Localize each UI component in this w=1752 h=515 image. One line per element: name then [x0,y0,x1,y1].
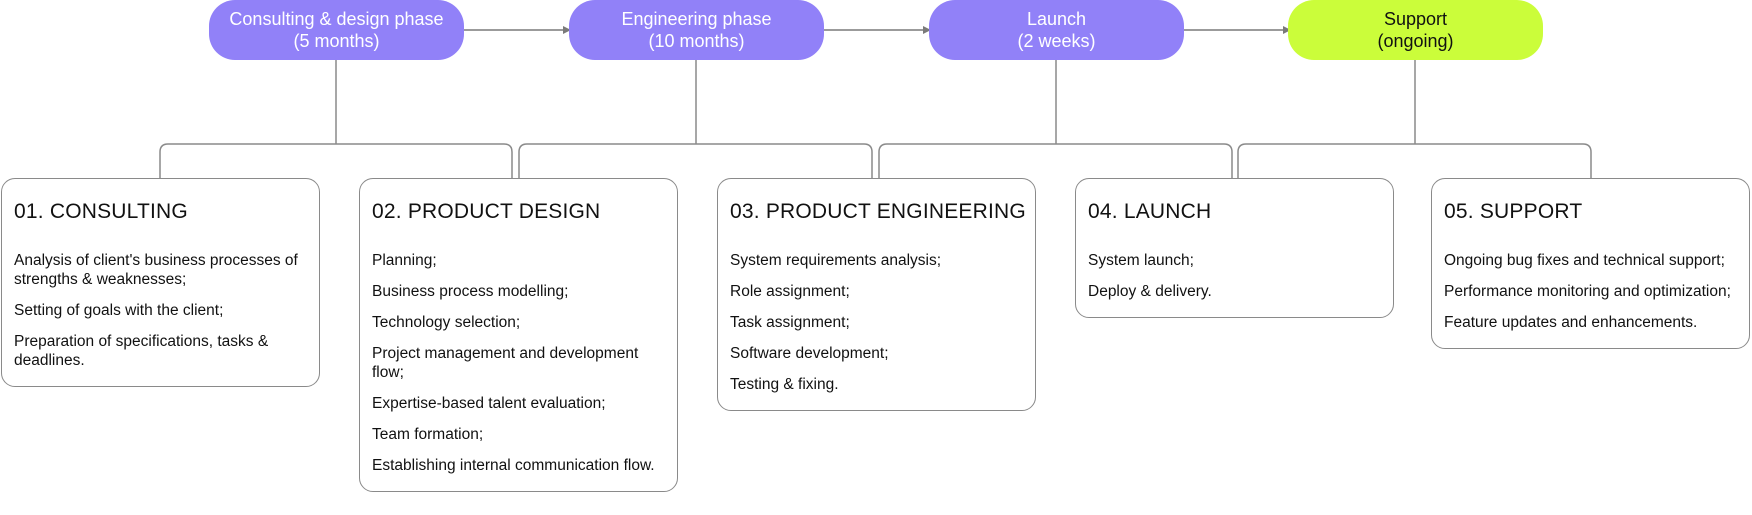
stage-task-item: Team formation; [372,426,484,443]
phase-launch: Launch (2 weeks) [929,0,1184,60]
stage-task-item: Setting of goals with the client; [14,302,224,319]
stage-task-item: Ongoing bug fixes and technical support; [1444,252,1725,269]
stage-task-item: Role assignment; [730,283,850,300]
stage-card-support: 05. SUPPORT Ongoing bug fixes and techni… [1431,178,1750,349]
stage-task-item: Expertise-based talent evaluation; [372,395,606,412]
stage-task-item: Preparation of specifications, tasks & d… [14,333,269,369]
stage-task-item: Analysis of client's business processes … [14,252,298,288]
stage-task-list: System launch; Deploy & delivery. [1088,251,1381,301]
stage-card-product-engineering: 03. PRODUCT ENGINEERING System requireme… [717,178,1036,411]
bracket-phase-4 [1237,60,1592,178]
stage-title: 01. CONSULTING [14,200,188,223]
stage-task-item: Task assignment; [730,314,850,331]
stage-task-list: Ongoing bug fixes and technical support;… [1444,251,1737,332]
stage-title: 04. LAUNCH [1088,200,1212,223]
phase-engineering: Engineering phase (10 months) [569,0,824,60]
phase-name: Engineering phase [621,9,772,29]
stage-task-list: Analysis of client's business processes … [14,251,307,370]
stage-title: 03. PRODUCT ENGINEERING [730,200,1026,223]
stage-task-item: Testing & fixing. [730,376,839,393]
stage-task-item: Planning; [372,252,437,269]
stage-task-list: System requirements analysis; Role assig… [730,251,1023,394]
phase-consulting-design: Consulting & design phase (5 months) [209,0,464,60]
phase-name: Support [1383,9,1448,29]
stage-card-product-design: 02. PRODUCT DESIGN Planning; Business pr… [359,178,678,492]
stage-task-list: Planning; Business process modelling; Te… [372,251,665,475]
phase-support: Support (ongoing) [1288,0,1543,60]
stage-title: 05. SUPPORT [1444,200,1583,223]
phase-duration: (ongoing) [1377,31,1454,51]
stage-task-item: Performance monitoring and optimization; [1444,283,1731,300]
bracket-phase-2 [518,60,873,178]
phase-name: Launch [1026,9,1087,29]
stage-task-item: Project management and development flow; [372,345,639,381]
stage-title: 02. PRODUCT DESIGN [372,200,601,223]
phase-name: Consulting & design phase [229,9,444,29]
stage-task-item: Establishing internal communication flow… [372,457,655,474]
stage-card-consulting: 01. CONSULTING Analysis of client's busi… [1,178,320,387]
bracket-phase-1 [159,60,513,178]
phase-duration: (10 months) [648,31,745,51]
phase-duration: (2 weeks) [1017,31,1096,51]
phase-duration: (5 months) [293,31,380,51]
stage-task-item: Business process modelling; [372,283,569,300]
bracket-phase-3 [878,60,1233,178]
stage-task-item: Deploy & delivery. [1088,283,1212,300]
stage-task-item: System launch; [1088,252,1194,269]
stage-task-item: Technology selection; [372,314,521,331]
stage-task-item: System requirements analysis; [730,252,942,269]
stage-card-launch: 04. LAUNCH System launch; Deploy & deliv… [1075,178,1394,318]
stage-task-item: Feature updates and enhancements. [1444,314,1698,331]
stage-task-item: Software development; [730,345,889,362]
